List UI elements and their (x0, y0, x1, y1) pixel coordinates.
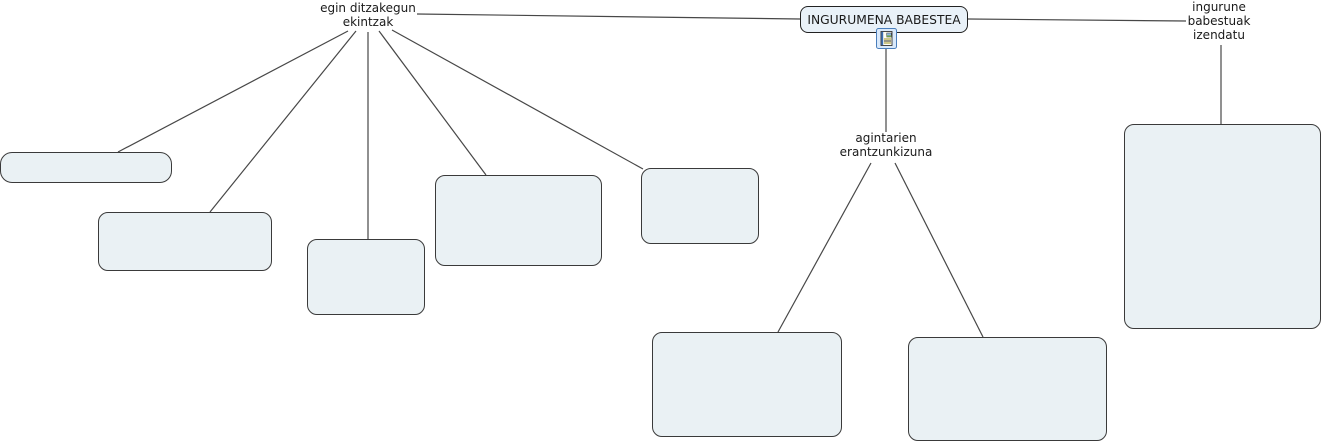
linking-phrase-designate[interactable]: ingurune babestuak izendatu (1187, 0, 1251, 42)
document-image-icon (876, 28, 897, 49)
root-node-label: INGURUMENA BABESTEA (807, 12, 961, 27)
connector-line (378, 30, 487, 176)
connector-line (777, 162, 872, 333)
concept-node-empty-7[interactable] (908, 337, 1107, 441)
concept-node-empty-2[interactable] (98, 212, 272, 271)
connector-line (894, 162, 984, 338)
concept-node-empty-1[interactable] (0, 152, 172, 183)
linking-phrase-responsibility[interactable]: agintarien erantzunkizuna (839, 131, 933, 159)
connector-line (209, 30, 357, 213)
connector-line (391, 29, 644, 170)
concept-node-empty-8[interactable] (1124, 124, 1321, 329)
concept-node-empty-4[interactable] (435, 175, 602, 266)
resource-link-icon[interactable] (876, 28, 897, 49)
connector-line (117, 30, 349, 153)
concept-node-empty-5[interactable] (641, 168, 759, 244)
concept-node-empty-6[interactable] (652, 332, 842, 437)
connector-line (416, 13, 801, 20)
linking-phrase-actions[interactable]: egin ditzakegun ekintzak (320, 1, 416, 29)
concept-node-empty-3[interactable] (307, 239, 425, 315)
